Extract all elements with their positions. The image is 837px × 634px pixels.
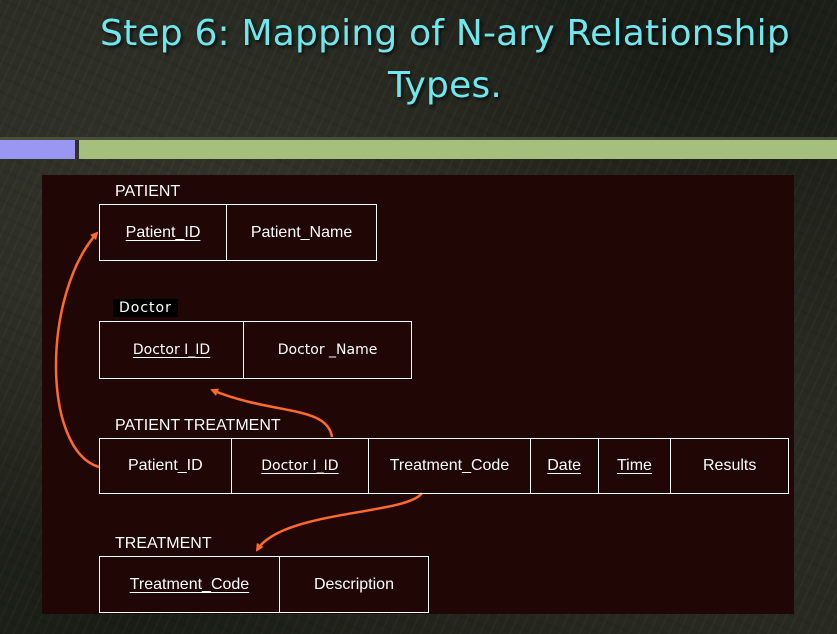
treatment-table-name: TREATMENT (115, 535, 212, 552)
patient-treatment-table: Patient_ID Doctor I_ID Treatment_Code Da… (99, 438, 789, 494)
title-line-2: Types. (387, 65, 503, 106)
patient-treatment-field-patient-id: Patient_ID (127, 457, 203, 474)
patient-treatment-field-date: Date (529, 439, 598, 493)
doctor-field-doctor-id: Doctor I_ID (132, 342, 211, 358)
patient-table-name: PATIENT (115, 183, 181, 200)
patient-treatment-field-results: Results (670, 439, 788, 493)
arrow-patient-id (54, 231, 100, 469)
relational-schema-diagram: PATIENT Patient_ID Patient_Name Doctor D… (42, 175, 794, 614)
patient-field-patient-name: Patient_Name (226, 205, 376, 260)
accent-bar-right (79, 140, 837, 159)
doctor-table: Doctor I_ID Doctor _Name (99, 321, 412, 379)
patient-field-patient-id: Patient_ID (125, 223, 201, 241)
treatment-field-description: Description (278, 557, 428, 612)
foreign-key-arrows (54, 231, 424, 552)
patient-treatment-field-treatment-code: Treatment_Code (368, 439, 530, 493)
accent-bar-left (0, 140, 75, 159)
patient-table: Patient_ID Patient_Name (99, 204, 377, 261)
patient-treatment-field-time: Time (597, 439, 671, 493)
treatment-table: Treatment_Code Description (99, 556, 429, 613)
arrow-treatment-code (255, 492, 424, 552)
doctor-field-doctor-name: Doctor _Name (243, 322, 411, 378)
title-line-1: Step 6: Mapping of N-ary Relationship (100, 13, 790, 54)
slide-title: Step 6: Mapping of N-ary Relationship Ty… (60, 8, 830, 112)
patient-treatment-table-name: PATIENT TREATMENT (115, 417, 281, 434)
doctor-table-name: Doctor (113, 299, 178, 317)
patient-treatment-field-doctor-id: Doctor I_ID (230, 439, 369, 493)
divider-line (0, 137, 837, 140)
treatment-field-treatment-code: Treatment_Code (129, 575, 250, 593)
arrow-doctor-id (210, 388, 334, 438)
